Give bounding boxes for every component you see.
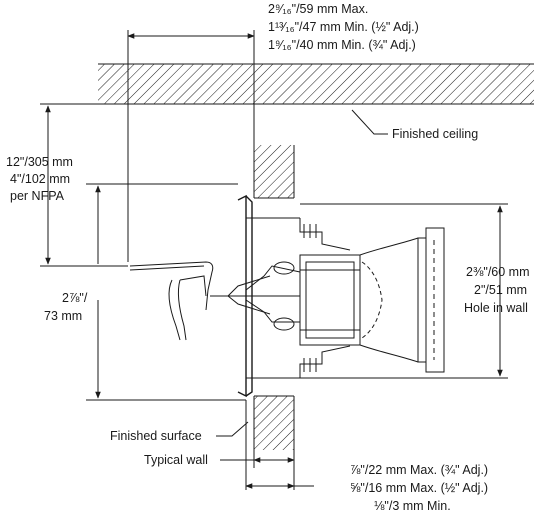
- label-bottom-min: ⅛"/3 mm Min.: [374, 499, 451, 513]
- label-left-dim-line3: per NFPA: [10, 189, 65, 203]
- right-dimension: [300, 203, 508, 379]
- label-finished-ceiling: Finished ceiling: [392, 127, 478, 141]
- label-bottom-max-half: ⅝"/16 mm Max. (½" Adj.): [350, 481, 488, 495]
- label-right-dim-line1: 2⅜"/60 mm: [466, 265, 530, 279]
- label-left-dim-line2: 4"/102 mm: [10, 172, 70, 186]
- label-typical-wall: Typical wall: [144, 453, 208, 467]
- label-top-min-three-quarter: 1⁹⁄₁₆"/40 mm Min. (¾" Adj.): [268, 38, 416, 52]
- label-top-max: 2⁹⁄₁₆"/59 mm Max.: [268, 2, 368, 16]
- label-mid-dim-line1: 2⅞"/: [62, 291, 88, 305]
- label-left-dim-line1: 12"/305 mm: [6, 155, 73, 169]
- leader-lines: [216, 109, 388, 437]
- label-top-min-half: 1¹³⁄₁₆"/47 mm Min. (½" Adj.): [268, 20, 419, 34]
- left-dimension: [40, 103, 238, 267]
- label-bottom-max-three-quarter: ⅞"/22 mm Max. (¾" Adj.): [350, 463, 488, 477]
- sprinkler-body: [129, 227, 445, 373]
- top-dimension: [127, 30, 255, 262]
- ceiling-section: [98, 63, 534, 105]
- label-finished-surface: Finished surface: [110, 429, 202, 443]
- bottom-dimension: [220, 400, 314, 490]
- label-right-dim-line2: 2"/51 mm: [474, 283, 527, 297]
- wall-section: [253, 145, 295, 450]
- escutcheon-cup: [237, 194, 351, 398]
- label-mid-dim-line2: 73 mm: [44, 309, 82, 323]
- mid-dimension: [86, 300, 246, 401]
- label-right-dim-line3: Hole in wall: [464, 301, 528, 315]
